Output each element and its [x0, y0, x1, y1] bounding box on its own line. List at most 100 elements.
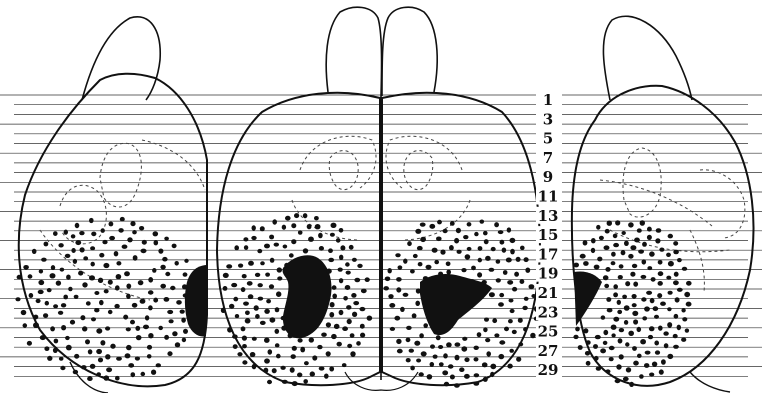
degeneration-dot [600, 348, 606, 353]
degeneration-dot [15, 297, 20, 301]
degeneration-dot [151, 370, 156, 375]
degeneration-dot [583, 328, 588, 333]
degeneration-dot [169, 319, 174, 323]
degeneration-dot [297, 373, 302, 378]
degeneration-dot [410, 269, 415, 273]
degeneration-dot [594, 265, 600, 270]
degeneration-dot [628, 222, 634, 227]
degeneration-dot [242, 344, 247, 348]
degeneration-dot [347, 344, 352, 348]
dorsal-olfactory-bulb-left [326, 7, 381, 96]
degeneration-dot [654, 315, 659, 319]
degeneration-dot [617, 310, 622, 314]
degeneration-dot [531, 294, 536, 298]
degeneration-dot [115, 376, 120, 381]
degeneration-dot [147, 354, 152, 358]
degeneration-dot [74, 354, 79, 359]
degeneration-dot [80, 247, 85, 252]
degeneration-dot [622, 231, 626, 235]
degeneration-dot [661, 359, 666, 365]
degeneration-dot [396, 339, 401, 344]
degeneration-dot [642, 316, 647, 320]
degeneration-dot [51, 265, 55, 270]
degeneration-dot [164, 335, 169, 340]
section-number-label: 7 [543, 149, 553, 167]
degeneration-dot [388, 268, 392, 273]
degeneration-dot [153, 231, 159, 236]
degeneration-dot [606, 297, 611, 302]
degeneration-dot [291, 239, 296, 244]
degeneration-dot [145, 315, 149, 320]
degeneration-dot [508, 319, 513, 323]
section-number-label: 11 [538, 188, 559, 206]
degeneration-dot [448, 364, 454, 368]
degeneration-dot [165, 272, 170, 276]
degeneration-dot [89, 275, 95, 280]
degeneration-dot [512, 287, 517, 292]
degeneration-dot [103, 263, 109, 268]
degeneration-dot [260, 261, 265, 265]
degeneration-dot [489, 292, 495, 297]
degeneration-dot [126, 327, 131, 331]
degeneration-dot [130, 221, 135, 226]
section-number-label: 13 [538, 207, 559, 225]
degeneration-dot [585, 351, 590, 356]
degeneration-dot [170, 286, 175, 290]
section-number-label: 29 [538, 361, 559, 379]
degeneration-dot [624, 305, 630, 311]
degeneration-dot [82, 282, 87, 287]
degeneration-dot [490, 372, 494, 377]
degeneration-dot [17, 275, 22, 280]
degeneration-dot [681, 338, 686, 342]
degeneration-dot [457, 250, 462, 254]
degeneration-dot [498, 230, 504, 234]
degeneration-dot [423, 323, 428, 328]
degeneration-dot [292, 381, 298, 386]
degeneration-dot [268, 349, 273, 354]
degeneration-dot [684, 292, 690, 297]
degeneration-dot [346, 271, 351, 275]
degeneration-dot [686, 281, 692, 286]
degeneration-dot [85, 339, 90, 344]
dorsal-view [217, 7, 540, 390]
degeneration-dot [330, 302, 335, 307]
degeneration-dot [321, 333, 327, 337]
degeneration-dot [94, 308, 99, 312]
degeneration-dot [443, 353, 448, 358]
degeneration-dot [450, 375, 455, 380]
degeneration-dot [574, 263, 579, 268]
degeneration-dot [334, 324, 340, 329]
degeneration-dot [446, 262, 451, 267]
degeneration-dot [624, 241, 629, 246]
degeneration-dot [183, 272, 188, 276]
degeneration-dot [520, 279, 525, 284]
degeneration-dot [226, 264, 232, 268]
degeneration-dot [339, 228, 344, 233]
degeneration-dot [410, 366, 415, 371]
degeneration-dot [54, 339, 59, 344]
degeneration-dot [667, 354, 673, 359]
degeneration-dot [123, 315, 128, 320]
degeneration-dot [591, 248, 595, 253]
degeneration-dot [522, 306, 527, 310]
degeneration-dot [328, 258, 334, 262]
degeneration-dot [126, 294, 131, 299]
degeneration-dot [329, 366, 334, 371]
degeneration-dot [250, 352, 256, 357]
degeneration-dot [350, 333, 355, 338]
degeneration-dot [183, 329, 188, 334]
degeneration-dot [603, 330, 608, 335]
degeneration-dot [596, 225, 600, 230]
degeneration-dot [61, 325, 66, 330]
degeneration-dot [326, 351, 331, 356]
degeneration-dot [298, 338, 303, 342]
degeneration-dot [474, 232, 478, 236]
degeneration-dot [524, 257, 529, 262]
degeneration-dot [398, 265, 403, 269]
degeneration-dot [29, 293, 34, 298]
degeneration-dot [595, 335, 601, 339]
degeneration-dot [632, 311, 638, 316]
degeneration-dot [82, 326, 87, 331]
degeneration-dot [332, 285, 337, 290]
degeneration-dot [329, 312, 334, 317]
